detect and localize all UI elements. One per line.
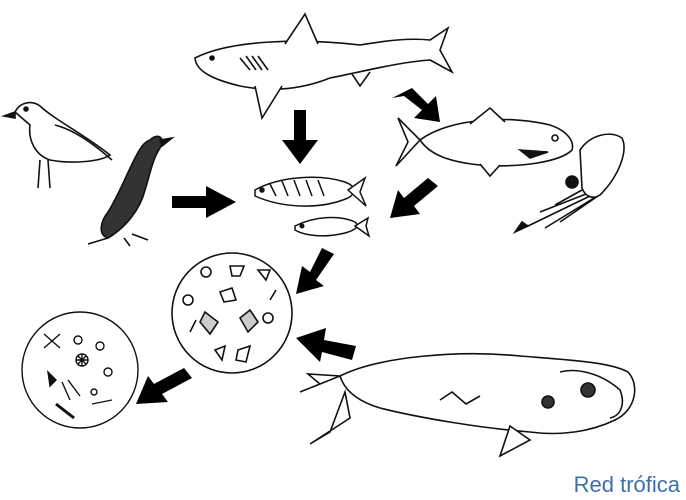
phytoplankton-icon	[22, 312, 138, 428]
arrow-shark-tuna	[392, 88, 440, 122]
diagram-caption: Red trófica	[520, 472, 680, 498]
arrow-shark-mackerel	[282, 110, 318, 164]
arrow-whale-zooplankton	[296, 328, 356, 362]
sardine-icon	[295, 217, 369, 236]
arrow-zooplankton-phytoplankton	[136, 368, 192, 404]
arrow-mackerel-zooplankton	[296, 248, 334, 294]
whale-icon	[300, 354, 635, 456]
zooplankton-icon	[172, 253, 292, 373]
gull-icon	[4, 103, 112, 188]
mackerel-icon	[255, 177, 366, 206]
arrow-cormorant-mackerel	[172, 186, 236, 218]
arrow-squid-sardine	[390, 178, 438, 218]
